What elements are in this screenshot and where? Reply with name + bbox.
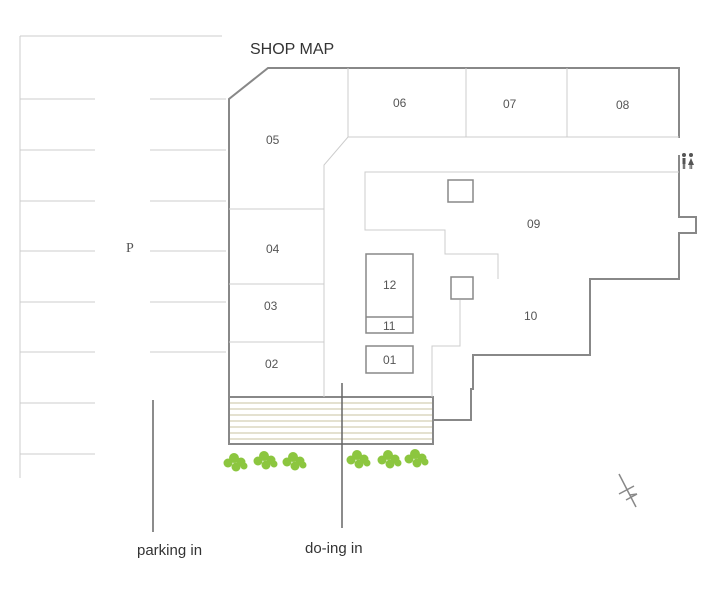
unit-label-01: 01: [383, 353, 397, 367]
tree-icon: [377, 450, 402, 469]
interior-partitions: [229, 68, 679, 397]
main-entrance-label: do-ing in: [305, 540, 363, 557]
restroom-icon: [682, 153, 694, 169]
column-box-2: [450, 276, 474, 300]
unit-label-06: 06: [393, 96, 407, 110]
unit-01-box: [365, 345, 414, 374]
tree-icon: [253, 451, 278, 470]
unit-label-03: 03: [264, 299, 278, 313]
parking-entrance-label: parking in: [137, 542, 202, 559]
unit-12-box: [365, 253, 414, 334]
parking-symbol: P: [126, 241, 134, 256]
map-title: SHOP MAP: [250, 41, 334, 58]
unit-label-05: 05: [266, 133, 280, 147]
unit-label-10: 10: [524, 309, 538, 323]
tree-icon: [282, 452, 307, 471]
column-box-1: [447, 179, 474, 203]
tree-icon: [404, 449, 429, 468]
unit-label-02: 02: [265, 357, 279, 371]
walkway-stripes: [230, 402, 432, 440]
unit-label-09: 09: [527, 217, 541, 231]
north-arrow-icon: [618, 473, 638, 508]
parking-lot: [19, 35, 226, 478]
tree-icon: [346, 450, 371, 469]
building-outline: [228, 67, 697, 445]
unit-label-08: 08: [616, 98, 630, 112]
tree-row: [223, 449, 429, 472]
tree-icon: [223, 453, 248, 472]
unit-label-11: 11: [383, 319, 396, 333]
unit-label-07: 07: [503, 97, 517, 111]
kiosks: [365, 179, 474, 374]
unit-label-04: 04: [266, 242, 280, 256]
unit-label-12: 12: [383, 278, 397, 292]
